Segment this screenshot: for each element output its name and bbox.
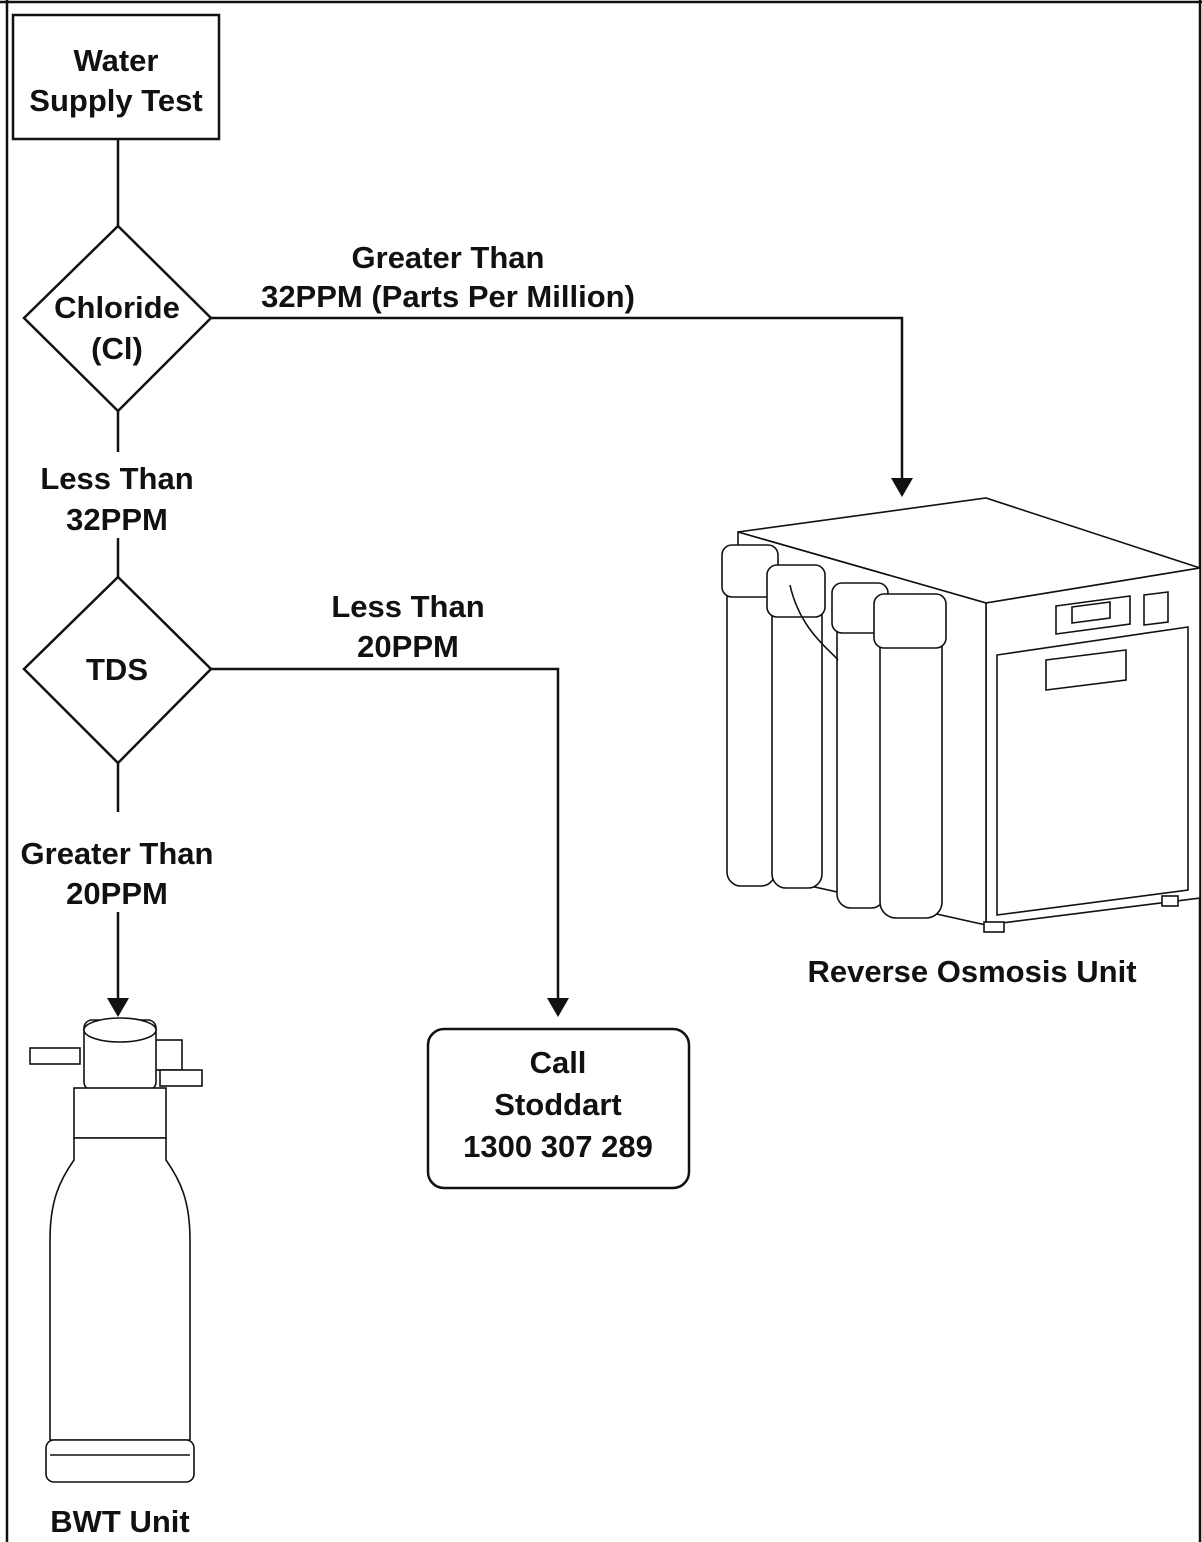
ro-unit-label: Reverse Osmosis Unit [807,954,1136,989]
call-label-line3: 1300 307 289 [463,1129,653,1164]
bwt-unit-label: BWT Unit [50,1504,189,1539]
edge-chloride-less-line1: Less Than [40,461,193,496]
bwt-collar [73,1087,167,1139]
tds-label: TDS [86,652,148,687]
bwt-cylinder [49,1137,191,1441]
ro-filter-4 [873,593,947,919]
start-box [11,13,221,141]
connector-chloride-ro [211,316,904,478]
edge-chloride-greater-line2: 32PPM (Parts Per Million) [261,279,635,314]
bwt-unit-icon [29,1017,203,1483]
start-label-line1: Water [74,43,159,78]
bwt-head-top [83,1017,157,1043]
ro-filter-2 [766,564,826,889]
ro-foot-2 [1161,895,1179,907]
ro-switch [1143,591,1169,626]
ro-badge [1045,649,1127,691]
edge-chloride-greater-line1: Greater Than [352,240,545,275]
ro-display-screen [1071,601,1111,624]
ro-front-door [996,626,1189,916]
edge-chloride-less-line2: 32PPM [66,502,168,537]
call-box [426,1027,691,1190]
bwt-fitting-right [159,1069,203,1087]
arrow-to-bwt [107,998,129,1017]
bwt-base-ring [45,1439,195,1483]
chloride-label-line1: Chloride [54,290,180,325]
arrow-to-ro [891,478,913,497]
connector-tds-call [211,667,560,998]
edge-tds-less-line1: Less Than [331,589,484,624]
ro-hose [789,584,839,661]
arrow-to-call [547,998,569,1017]
start-label-line2: Supply Test [29,83,202,118]
chloride-label-line2: (Cl) [91,331,143,366]
call-label-line1: Call [530,1045,587,1080]
ro-filter-1 [721,544,779,887]
call-label-line2: Stoddart [494,1087,621,1122]
edge-tds-greater-line1: Greater Than [21,836,214,871]
edge-tds-less-line2: 20PPM [357,629,459,664]
reverse-osmosis-unit-icon [721,497,1201,933]
ro-foot-1 [983,921,1005,933]
bwt-fitting-left [29,1047,81,1065]
edge-tds-greater-line2: 20PPM [66,876,168,911]
